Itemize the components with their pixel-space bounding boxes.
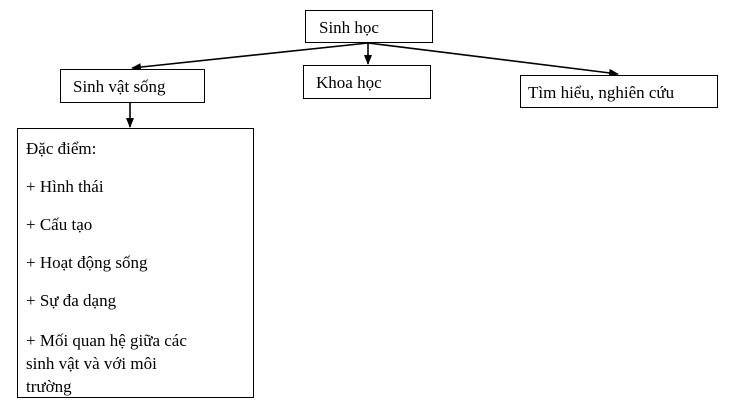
feature-item-relationships: + Mối quan hệ giữa các sinh vật và với m…: [26, 329, 247, 398]
feature-item-line: sinh vật và với môi: [26, 354, 157, 373]
features-list: + Hình thái + Cấu tạo + Hoạt động sống +…: [26, 177, 247, 398]
features-title: Đặc điểm:: [26, 139, 97, 158]
living-organisms-label: Sinh vật sống: [73, 77, 166, 96]
root-node: Sinh học: [305, 10, 433, 43]
root-label: Sinh học: [319, 18, 379, 37]
research-node: Tìm hiểu, nghiên cứu: [520, 75, 718, 108]
feature-item: + Hình thái: [26, 177, 104, 196]
feature-item: + Cấu tạo: [26, 215, 93, 234]
arrow-root-to-research: [367, 42, 619, 77]
science-label: Khoa học: [316, 73, 382, 92]
feature-item-line: trường: [26, 377, 72, 396]
feature-item: + Sự đa dạng: [26, 291, 117, 310]
research-label: Tìm hiểu, nghiên cứu: [528, 83, 675, 102]
arrow-root-to-living: [131, 42, 369, 72]
features-node: Đặc điểm: + Hình thái + Cấu tạo + Hoạt đ…: [17, 128, 254, 398]
living-organisms-node: Sinh vật sống: [60, 69, 205, 103]
feature-item-line: + Mối quan hệ giữa các: [26, 331, 187, 350]
feature-item: + Hoạt động sống: [26, 253, 148, 272]
science-node: Khoa học: [303, 65, 431, 99]
